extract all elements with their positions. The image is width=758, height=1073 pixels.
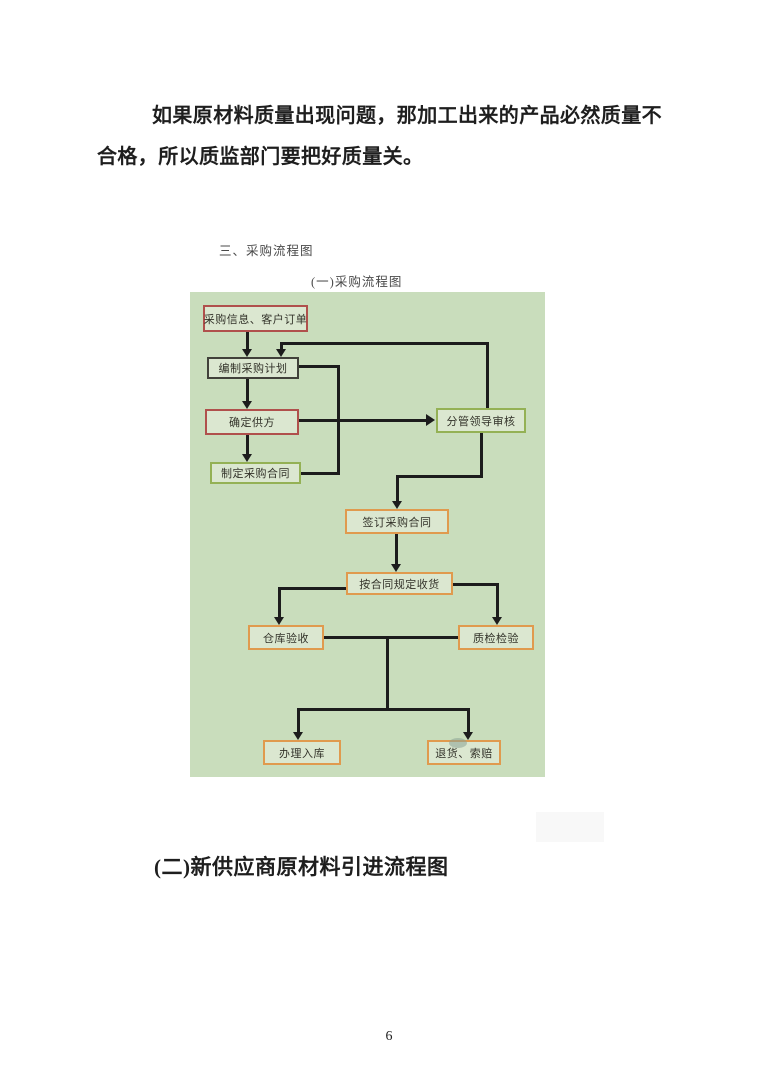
arrowhead-down-icon	[242, 401, 252, 409]
flow-node-label: 采购信息、客户订单	[203, 313, 308, 326]
flow-node-label: 仓库验收	[263, 632, 309, 645]
flow-node-warehouse-check: 仓库验收	[248, 625, 324, 650]
purchase-flowchart: 采购信息、客户订单 编制采购计划 确定供方 制定采购合同 分管领导审核 签订采购…	[190, 292, 545, 777]
flow-node-sign-contract: 签订采购合同	[345, 509, 449, 534]
figure-caption: (一)采购流程图	[311, 275, 403, 289]
scan-smudge	[449, 738, 467, 748]
arrowhead-down-icon	[276, 349, 286, 357]
arrowhead-down-icon	[242, 454, 252, 462]
connector-line	[386, 636, 389, 711]
connector-line	[323, 636, 459, 639]
flow-node-make-plan: 编制采购计划	[207, 357, 299, 379]
arrowhead-down-icon	[391, 564, 401, 572]
flow-node-label: 编制采购计划	[218, 363, 288, 375]
flow-node-draft-contract: 制定采购合同	[210, 462, 301, 484]
connector-line	[246, 435, 249, 455]
arrowhead-down-icon	[492, 617, 502, 625]
flow-node-label: 质检检验	[473, 632, 519, 645]
flow-node-stock-in: 办理入库	[263, 740, 341, 765]
connector-line	[297, 708, 470, 711]
connector-line	[396, 475, 483, 478]
connector-line	[467, 708, 470, 733]
flow-node-return-claim: 退货、索赔	[427, 740, 501, 765]
connector-line	[298, 419, 428, 422]
connector-line	[480, 433, 483, 478]
connector-line	[496, 583, 499, 618]
arrowhead-down-icon	[293, 732, 303, 740]
connector-line	[486, 342, 489, 408]
arrowhead-down-icon	[242, 349, 252, 357]
connector-line	[298, 365, 340, 368]
next-section-heading: (二)新供应商原材料引进流程图	[154, 855, 449, 879]
arrowhead-down-icon	[274, 617, 284, 625]
connector-line	[300, 472, 340, 475]
flow-node-leader-review: 分管领导审核	[436, 408, 526, 433]
connector-line	[396, 475, 399, 502]
flow-node-label: 签订采购合同	[362, 516, 432, 529]
connector-line	[452, 583, 499, 586]
flow-node-label: 办理入库	[279, 747, 325, 760]
connector-line	[297, 708, 300, 733]
arrowhead-down-icon	[392, 501, 402, 509]
flow-node-select-supplier: 确定供方	[205, 409, 299, 435]
flow-node-receive-goods: 按合同规定收货	[346, 572, 453, 595]
flow-node-quality-inspect: 质检检验	[458, 625, 534, 650]
body-paragraph-line2: 合格，所以质监部门要把好质量关。	[97, 146, 424, 168]
section-heading: 三、采购流程图	[219, 244, 314, 258]
arrowhead-right-icon	[426, 414, 435, 426]
flow-node-label: 按合同规定收货	[359, 578, 440, 591]
body-paragraph-line1: 如果原材料质量出现问题，那加工出来的产品必然质量不	[152, 105, 662, 127]
connector-line	[246, 379, 249, 402]
arrowhead-down-icon	[463, 732, 473, 740]
connector-line	[280, 342, 489, 345]
scan-artifact	[536, 812, 604, 842]
flow-node-label: 制定采购合同	[221, 468, 290, 480]
connector-line	[278, 587, 346, 590]
connector-line	[280, 342, 283, 351]
page-number: 6	[385, 1029, 393, 1044]
connector-line	[395, 534, 398, 565]
connector-line	[246, 331, 249, 351]
connector-line	[278, 587, 281, 618]
flow-node-label: 退货、索赔	[435, 747, 493, 760]
flow-node-label: 分管领导审核	[446, 415, 516, 428]
flow-node-label: 确定供方	[229, 417, 275, 429]
connector-line	[337, 365, 340, 475]
flow-node-purchase-info: 采购信息、客户订单	[203, 305, 308, 332]
